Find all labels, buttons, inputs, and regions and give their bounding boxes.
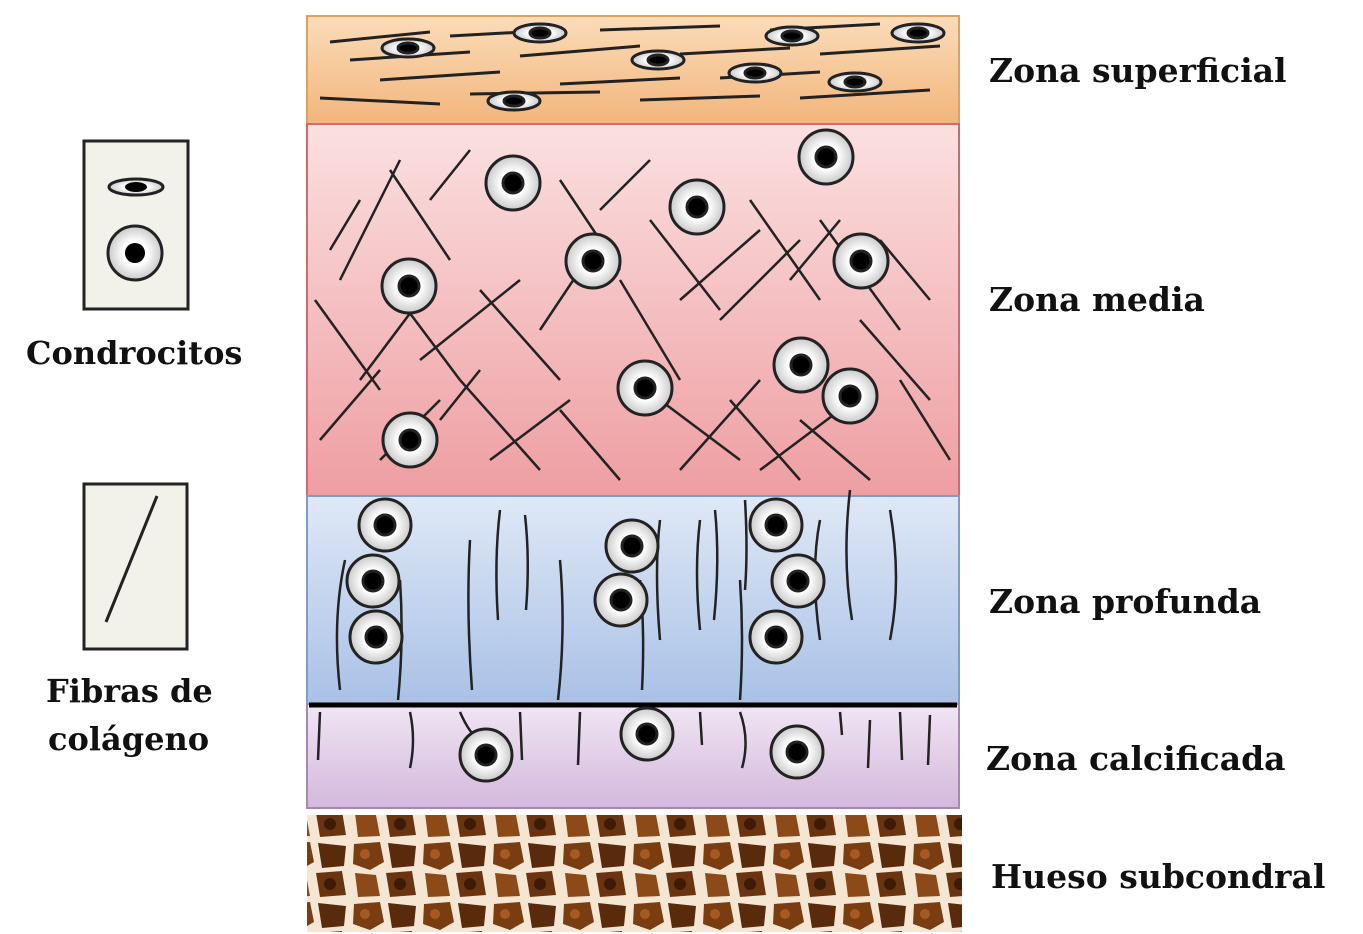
chondrocyte-legend-box: [84, 141, 188, 309]
collagen-fibers-label-line1: Fibras de: [46, 675, 213, 707]
chondrocytes-label: Condrocitos: [26, 337, 242, 369]
subchondral-bone-label: Hueso subcondral: [991, 860, 1325, 893]
superficial-zone-label: Zona superficial: [989, 54, 1287, 87]
flat-chondrocyte-icon: [109, 179, 163, 195]
collagen-fiber-legend-box: [84, 484, 187, 649]
collagen-fibers-label-line2: colágeno: [48, 723, 209, 755]
superficial-zone: [307, 16, 959, 124]
middle-zone-label: Zona media: [989, 283, 1205, 316]
subchondral-bone: [307, 815, 962, 932]
calcified-zone-label: Zona calcificada: [986, 742, 1286, 775]
round-chondrocyte-icon: [108, 226, 162, 280]
deep-zone-label: Zona profunda: [989, 585, 1261, 618]
